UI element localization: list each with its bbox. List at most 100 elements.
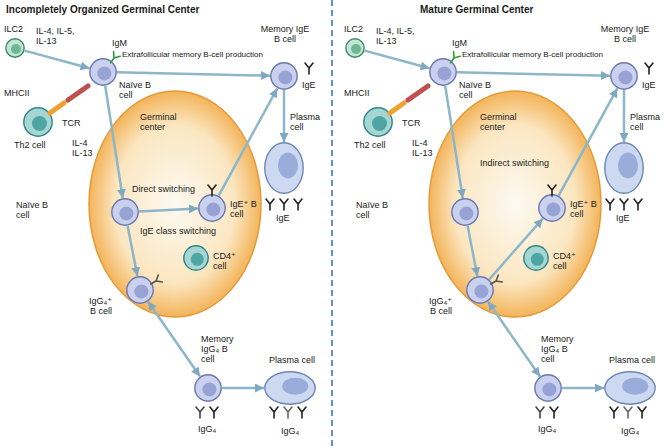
cell-shape xyxy=(183,245,209,271)
antibody-symbol xyxy=(107,52,120,66)
arrow-connector xyxy=(365,51,430,69)
germinal-center: Germinal centerNaïve B cellIgE⁺ B cellIg… xyxy=(88,90,262,318)
antibody-stroke xyxy=(624,407,632,418)
antibody-stroke xyxy=(536,407,544,418)
antibody-symbol xyxy=(620,199,628,210)
antibody-symbol xyxy=(550,407,558,418)
panel-title: Mature Germinal Center xyxy=(420,4,620,16)
arrow-connector xyxy=(457,72,610,75)
arrow-connector xyxy=(148,302,200,377)
cell-shape xyxy=(5,38,25,58)
cell-shape xyxy=(534,374,562,402)
cell-node: Memory IgE B cellIgE xyxy=(610,62,638,90)
cell-label: Naïve B cell xyxy=(119,80,151,100)
arrow-connector xyxy=(623,90,626,142)
antibody-stroke xyxy=(447,52,460,66)
cell-nucleus xyxy=(134,284,148,298)
antibody-stroke xyxy=(550,407,558,418)
cell-nucleus xyxy=(11,44,21,54)
cell-shape xyxy=(111,198,139,226)
cell-label: IgG₄ xyxy=(281,426,307,436)
antibody-symbol xyxy=(270,407,278,418)
cell-label: Naïve B cell xyxy=(16,200,48,220)
antibody-symbol xyxy=(634,199,642,210)
tcr-symbol xyxy=(390,103,404,113)
cell-body xyxy=(6,39,24,57)
arrow-connector xyxy=(489,219,543,280)
antibody-stroke xyxy=(638,407,646,418)
cell-label: Plasma cell xyxy=(630,112,664,132)
cell-nucleus xyxy=(531,253,544,266)
cell-body xyxy=(265,143,303,193)
cell-node: Plasma cellIgE xyxy=(264,142,304,194)
cell-label: CD4⁺ cell xyxy=(213,251,239,271)
cell-label: IgE xyxy=(276,213,300,223)
annotation-label: MHCII xyxy=(4,88,44,98)
arrow-connector xyxy=(562,387,604,390)
cell-label: Plasma cell xyxy=(290,112,324,132)
cell-body xyxy=(605,372,655,404)
cell-label: Memory IgE B cell xyxy=(597,24,653,44)
cell-label: Germinal center xyxy=(480,112,530,132)
cell-node: CD4⁺ cell xyxy=(523,245,549,271)
annotation-label: TCR xyxy=(402,118,426,128)
cell-body xyxy=(539,195,565,221)
cell-label: Th2 cell xyxy=(354,140,404,150)
cell-label: IgG₄⁺ B cell xyxy=(424,296,452,316)
cell-shape xyxy=(198,194,226,222)
cell-nucleus xyxy=(542,382,556,396)
cell-body xyxy=(524,246,548,270)
cell-node: Plasma cellIgG₄ xyxy=(604,371,656,405)
antibody-symbol xyxy=(298,407,306,418)
cell-shape xyxy=(89,58,117,86)
antibody-stroke xyxy=(107,52,120,66)
antibody-group xyxy=(107,52,653,418)
antibody-symbol xyxy=(284,407,292,418)
cell-label: IgE xyxy=(616,213,640,223)
cell-label: IgE xyxy=(642,80,662,90)
cell-nucleus xyxy=(372,116,387,131)
cell-nucleus xyxy=(202,382,216,396)
cell-body xyxy=(271,63,297,89)
antibody-stroke xyxy=(305,63,313,74)
antibody-symbol xyxy=(536,407,544,418)
cell-label: IgE⁺ B cell xyxy=(230,199,258,219)
cell-label: IgG₄⁺ B cell xyxy=(84,296,112,316)
antibody-stroke xyxy=(149,275,163,287)
germinal-center-ellipse xyxy=(89,91,261,317)
cell-body xyxy=(452,199,478,225)
cell-shape xyxy=(264,371,316,405)
antibody-stroke xyxy=(294,199,302,210)
cell-node: ILC2 xyxy=(5,38,25,58)
cell-nucleus xyxy=(119,206,133,220)
germinal-center-ellipse xyxy=(429,91,601,317)
cell-nucleus xyxy=(546,202,560,216)
antibody-symbol xyxy=(266,199,274,210)
cell-nucleus xyxy=(618,70,632,84)
cell-nucleus xyxy=(191,253,204,266)
cell-nucleus xyxy=(97,66,111,80)
cell-shape xyxy=(194,374,222,402)
antibody-stroke xyxy=(548,185,556,196)
antibody-symbol xyxy=(624,407,632,418)
cell-label: IgE⁺ B cell xyxy=(570,199,598,219)
cell-body xyxy=(199,195,225,221)
cell-node: ILC2 xyxy=(345,38,365,58)
cell-body xyxy=(535,375,561,401)
cell-label: IgG₄ xyxy=(621,426,647,436)
tcr-symbol xyxy=(50,103,64,113)
cell-label: Naïve B cell xyxy=(459,80,491,100)
cell-label: Memory IgG₄ B cell xyxy=(541,334,577,364)
cell-label: IgE xyxy=(302,80,322,90)
cell-shape xyxy=(451,198,479,226)
cell-node: Naïve B cell xyxy=(111,198,139,226)
antibody-symbol xyxy=(548,185,556,196)
cell-label: Plasma cell xyxy=(266,355,318,365)
cell-nucleus xyxy=(278,152,298,178)
cell-node: Memory IgG₄ B cellIgG₄ xyxy=(534,374,562,402)
cell-shape xyxy=(345,38,365,58)
cell-nucleus xyxy=(459,206,473,220)
cell-node: Plasma cellIgE xyxy=(604,142,644,194)
